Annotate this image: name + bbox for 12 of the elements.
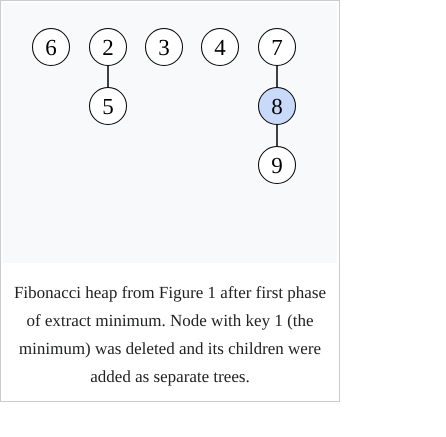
heap-node: 4 <box>201 28 239 66</box>
tree-edge <box>276 66 278 87</box>
heap-node: 3 <box>145 28 183 66</box>
heap-node: 2 <box>89 28 127 66</box>
heap-node: 9 <box>258 146 296 184</box>
tree-edge <box>107 66 109 87</box>
heap-node: 7 <box>258 28 296 66</box>
heap-node: 6 <box>32 28 70 66</box>
tree-edge <box>276 125 278 146</box>
heap-node: 5 <box>89 87 127 125</box>
heap-node: 8 <box>258 87 296 125</box>
caption: Fibonacci heap from Figure 1 after first phase of extract minimum. Node with key 1 (the minimum) was deleted and its children were added as separate trees. <box>12 282 328 388</box>
